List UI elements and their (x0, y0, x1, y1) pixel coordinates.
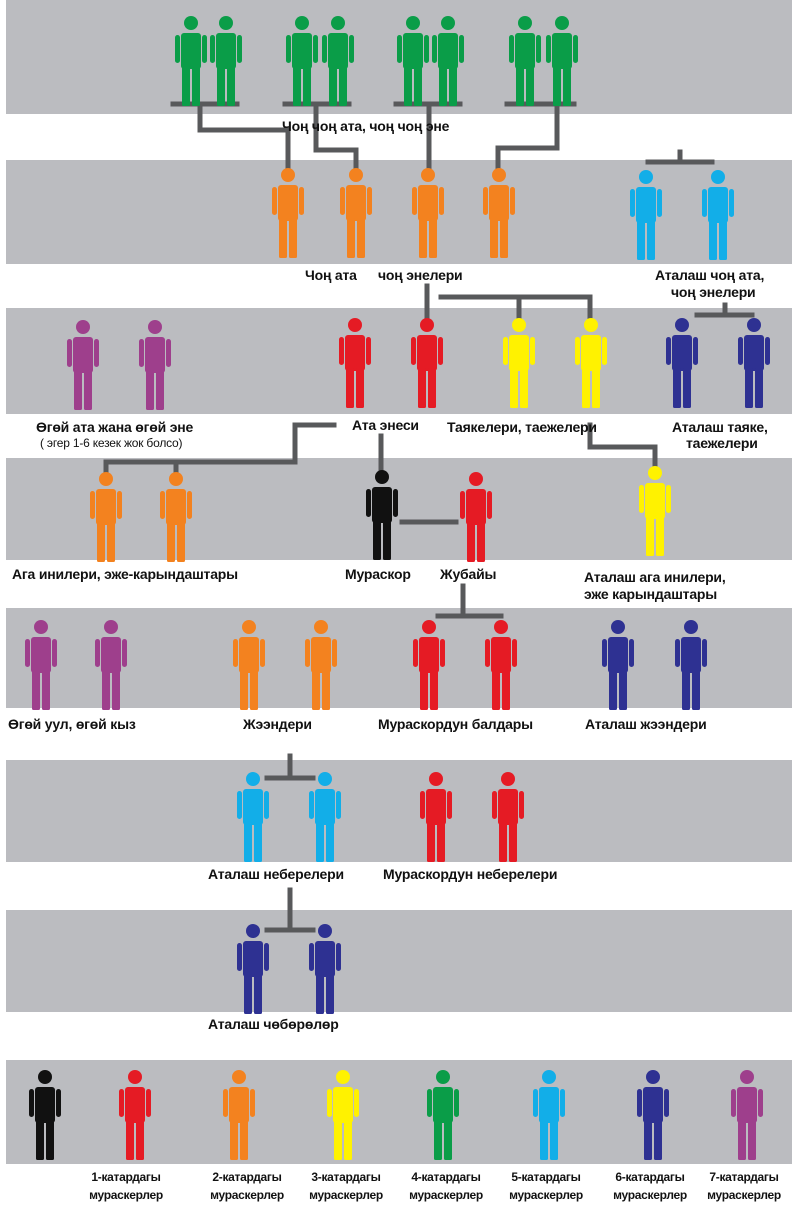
person-icon (326, 1070, 360, 1162)
label-cousin-uncles: Аталаш таяке, (672, 419, 768, 435)
person-icon (508, 16, 542, 108)
person-icon (89, 472, 123, 564)
person-icon (338, 318, 372, 410)
person-icon (730, 1070, 764, 1162)
person-icon (491, 772, 525, 864)
label-cousin-grandchildren: Аталаш неберелери (208, 866, 344, 882)
person-icon (665, 318, 699, 410)
label-cousin-great-grandchildren: Аталаш чөбөрөлөр (208, 1016, 339, 1032)
person-icon (271, 168, 305, 260)
label-cousin-nephews: Аталаш жээндери (585, 716, 707, 732)
person-icon (118, 1070, 152, 1162)
person-icon (410, 318, 444, 410)
person-icon (636, 1070, 670, 1162)
label-spouse: Жубайы (440, 566, 497, 582)
person-icon (308, 924, 342, 1016)
person-icon (24, 620, 58, 712)
person-icon (601, 620, 635, 712)
person-icon (236, 772, 270, 864)
person-icon (209, 16, 243, 108)
label-nephews: Жээндери (243, 716, 312, 732)
person-icon (94, 620, 128, 712)
band-row-5 (6, 608, 792, 708)
label-step-parents: Өгөй ата жана өгөй эне (36, 419, 194, 435)
person-icon (174, 16, 208, 108)
label-siblings: Ага инилери, эже-карындаштары (12, 566, 238, 582)
label-uncles-aunts: Таякелери, таежелери (447, 419, 597, 435)
person-icon (411, 168, 445, 260)
person-icon (66, 320, 100, 412)
person-icon (285, 16, 319, 108)
person-icon (431, 16, 465, 108)
person-icon (482, 168, 516, 260)
band-row-3 (6, 308, 792, 414)
person-icon (308, 772, 342, 864)
person-icon (159, 472, 193, 564)
person-icon (532, 1070, 566, 1162)
person-icon (629, 170, 663, 262)
person-icon (339, 168, 373, 260)
label-grandfather: Чоң ата (305, 267, 357, 283)
person-icon (737, 318, 771, 410)
band-row-7 (6, 910, 792, 1012)
label-parents: Ата энеси (352, 417, 419, 433)
label-step-children: Өгөй уул, өгөй кыз (8, 716, 136, 732)
label-testator: Мураскор (345, 566, 411, 582)
label-grandmothers: чоң энелери (378, 267, 463, 283)
person-icon (236, 924, 270, 1016)
person-icon (28, 1070, 62, 1162)
person-icon (484, 620, 518, 712)
person-icon (574, 318, 608, 410)
person-icon (674, 620, 708, 712)
label-cousin-grandparents: Аталаш чоң ата, (655, 267, 765, 283)
person-icon (638, 466, 672, 558)
label-cousin-siblings: Аталаш ага инилери, (584, 569, 726, 585)
person-icon (426, 1070, 460, 1162)
person-icon (412, 620, 446, 712)
label-cousin-uncles-2: таежелери (686, 435, 758, 451)
label-grandchildren: Мураскордун неберелери (383, 866, 558, 882)
label-cousin-grandparents-2: чоң энелери (671, 284, 756, 300)
person-icon (222, 1070, 256, 1162)
person-icon (232, 620, 266, 712)
label-children: Мураскордун балдары (378, 716, 533, 732)
person-icon (545, 16, 579, 108)
person-icon (502, 318, 536, 410)
person-icon (321, 16, 355, 108)
band-row-6 (6, 760, 792, 862)
label-step-parents-note: ( эгер 1-6 кезек жок болсо) (40, 436, 183, 450)
person-icon (459, 472, 493, 564)
person-icon (701, 170, 735, 262)
person-icon (396, 16, 430, 108)
person-icon (138, 320, 172, 412)
person-icon (365, 470, 399, 562)
person-icon (304, 620, 338, 712)
label-great-grandparents: Чоң чоң ата, чоң чоң эне (282, 118, 450, 134)
label-cousin-siblings-2: эже карындаштары (584, 586, 718, 602)
person-icon (419, 772, 453, 864)
